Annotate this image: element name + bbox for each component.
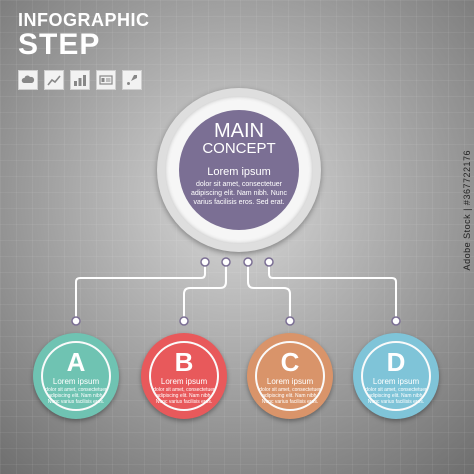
step-body: dolor sit amet, consectetuer adipiscing … xyxy=(45,387,107,405)
cloud-icon xyxy=(18,70,38,90)
connector-dot-top-c xyxy=(243,257,253,267)
main-concept-node: MAIN CONCEPT Lorem ipsum dolor sit amet,… xyxy=(157,88,321,252)
connector-a xyxy=(75,262,206,318)
connector-d xyxy=(268,262,397,318)
line-chart-icon xyxy=(44,70,64,90)
title-line-1: INFOGRAPHIC xyxy=(18,10,150,30)
step-letter: B xyxy=(174,347,194,377)
step-disc xyxy=(363,343,429,409)
main-title-line-2: CONCEPT xyxy=(202,140,276,157)
step-letter: A xyxy=(66,347,86,377)
connector-dot-top-d xyxy=(264,257,274,267)
main-title-line-1: MAIN xyxy=(214,120,264,142)
step-a-node: A Lorem ipsum dolor sit amet, consectetu… xyxy=(33,333,119,419)
step-letter: D xyxy=(386,347,406,377)
id-card-icon xyxy=(96,70,116,90)
step-disc xyxy=(43,343,109,409)
connector-dot-top-a xyxy=(200,257,210,267)
step-disc xyxy=(151,343,217,409)
stock-watermark: Adobe Stock | #367722176 xyxy=(462,150,472,271)
step-c-node: C Lorem ipsum dolor sit amet, consectetu… xyxy=(247,333,333,419)
connector-dot-bottom-d xyxy=(391,316,401,326)
icon-row xyxy=(18,70,142,90)
main-concept-title: MAIN CONCEPT xyxy=(157,120,321,158)
step-disc xyxy=(257,343,323,409)
title-line-2: STEP xyxy=(18,28,101,61)
connector-b xyxy=(183,262,227,318)
step-letter: C xyxy=(280,347,300,377)
step-body: dolor sit amet, consectetuer adipiscing … xyxy=(153,387,215,405)
step-heading: Lorem ipsum xyxy=(372,377,420,386)
step-heading: Lorem ipsum xyxy=(52,377,100,386)
bar-chart-icon xyxy=(70,70,90,90)
connector-dot-bottom-c xyxy=(285,316,295,326)
connector-dot-top-b xyxy=(221,257,231,267)
step-d-node: D Lorem ipsum dolor sit amet, consectetu… xyxy=(353,333,439,419)
connector-dot-bottom-b xyxy=(179,316,189,326)
rocket-icon xyxy=(122,70,142,90)
step-heading: Lorem ipsum xyxy=(160,377,208,386)
connector-c xyxy=(247,262,291,318)
step-b-node: B Lorem ipsum dolor sit amet, consectetu… xyxy=(141,333,227,419)
main-concept-subtitle: Lorem ipsum xyxy=(207,166,271,178)
step-body: dolor sit amet, consectetuer adipiscing … xyxy=(365,387,427,405)
step-heading: Lorem ipsum xyxy=(266,377,314,386)
step-body: dolor sit amet, consectetuer adipiscing … xyxy=(259,387,321,405)
main-concept-body: dolor sit amet, consectetuer adipiscing … xyxy=(190,181,288,206)
main-concept-core xyxy=(179,110,299,230)
connector-dot-bottom-a xyxy=(71,316,81,326)
